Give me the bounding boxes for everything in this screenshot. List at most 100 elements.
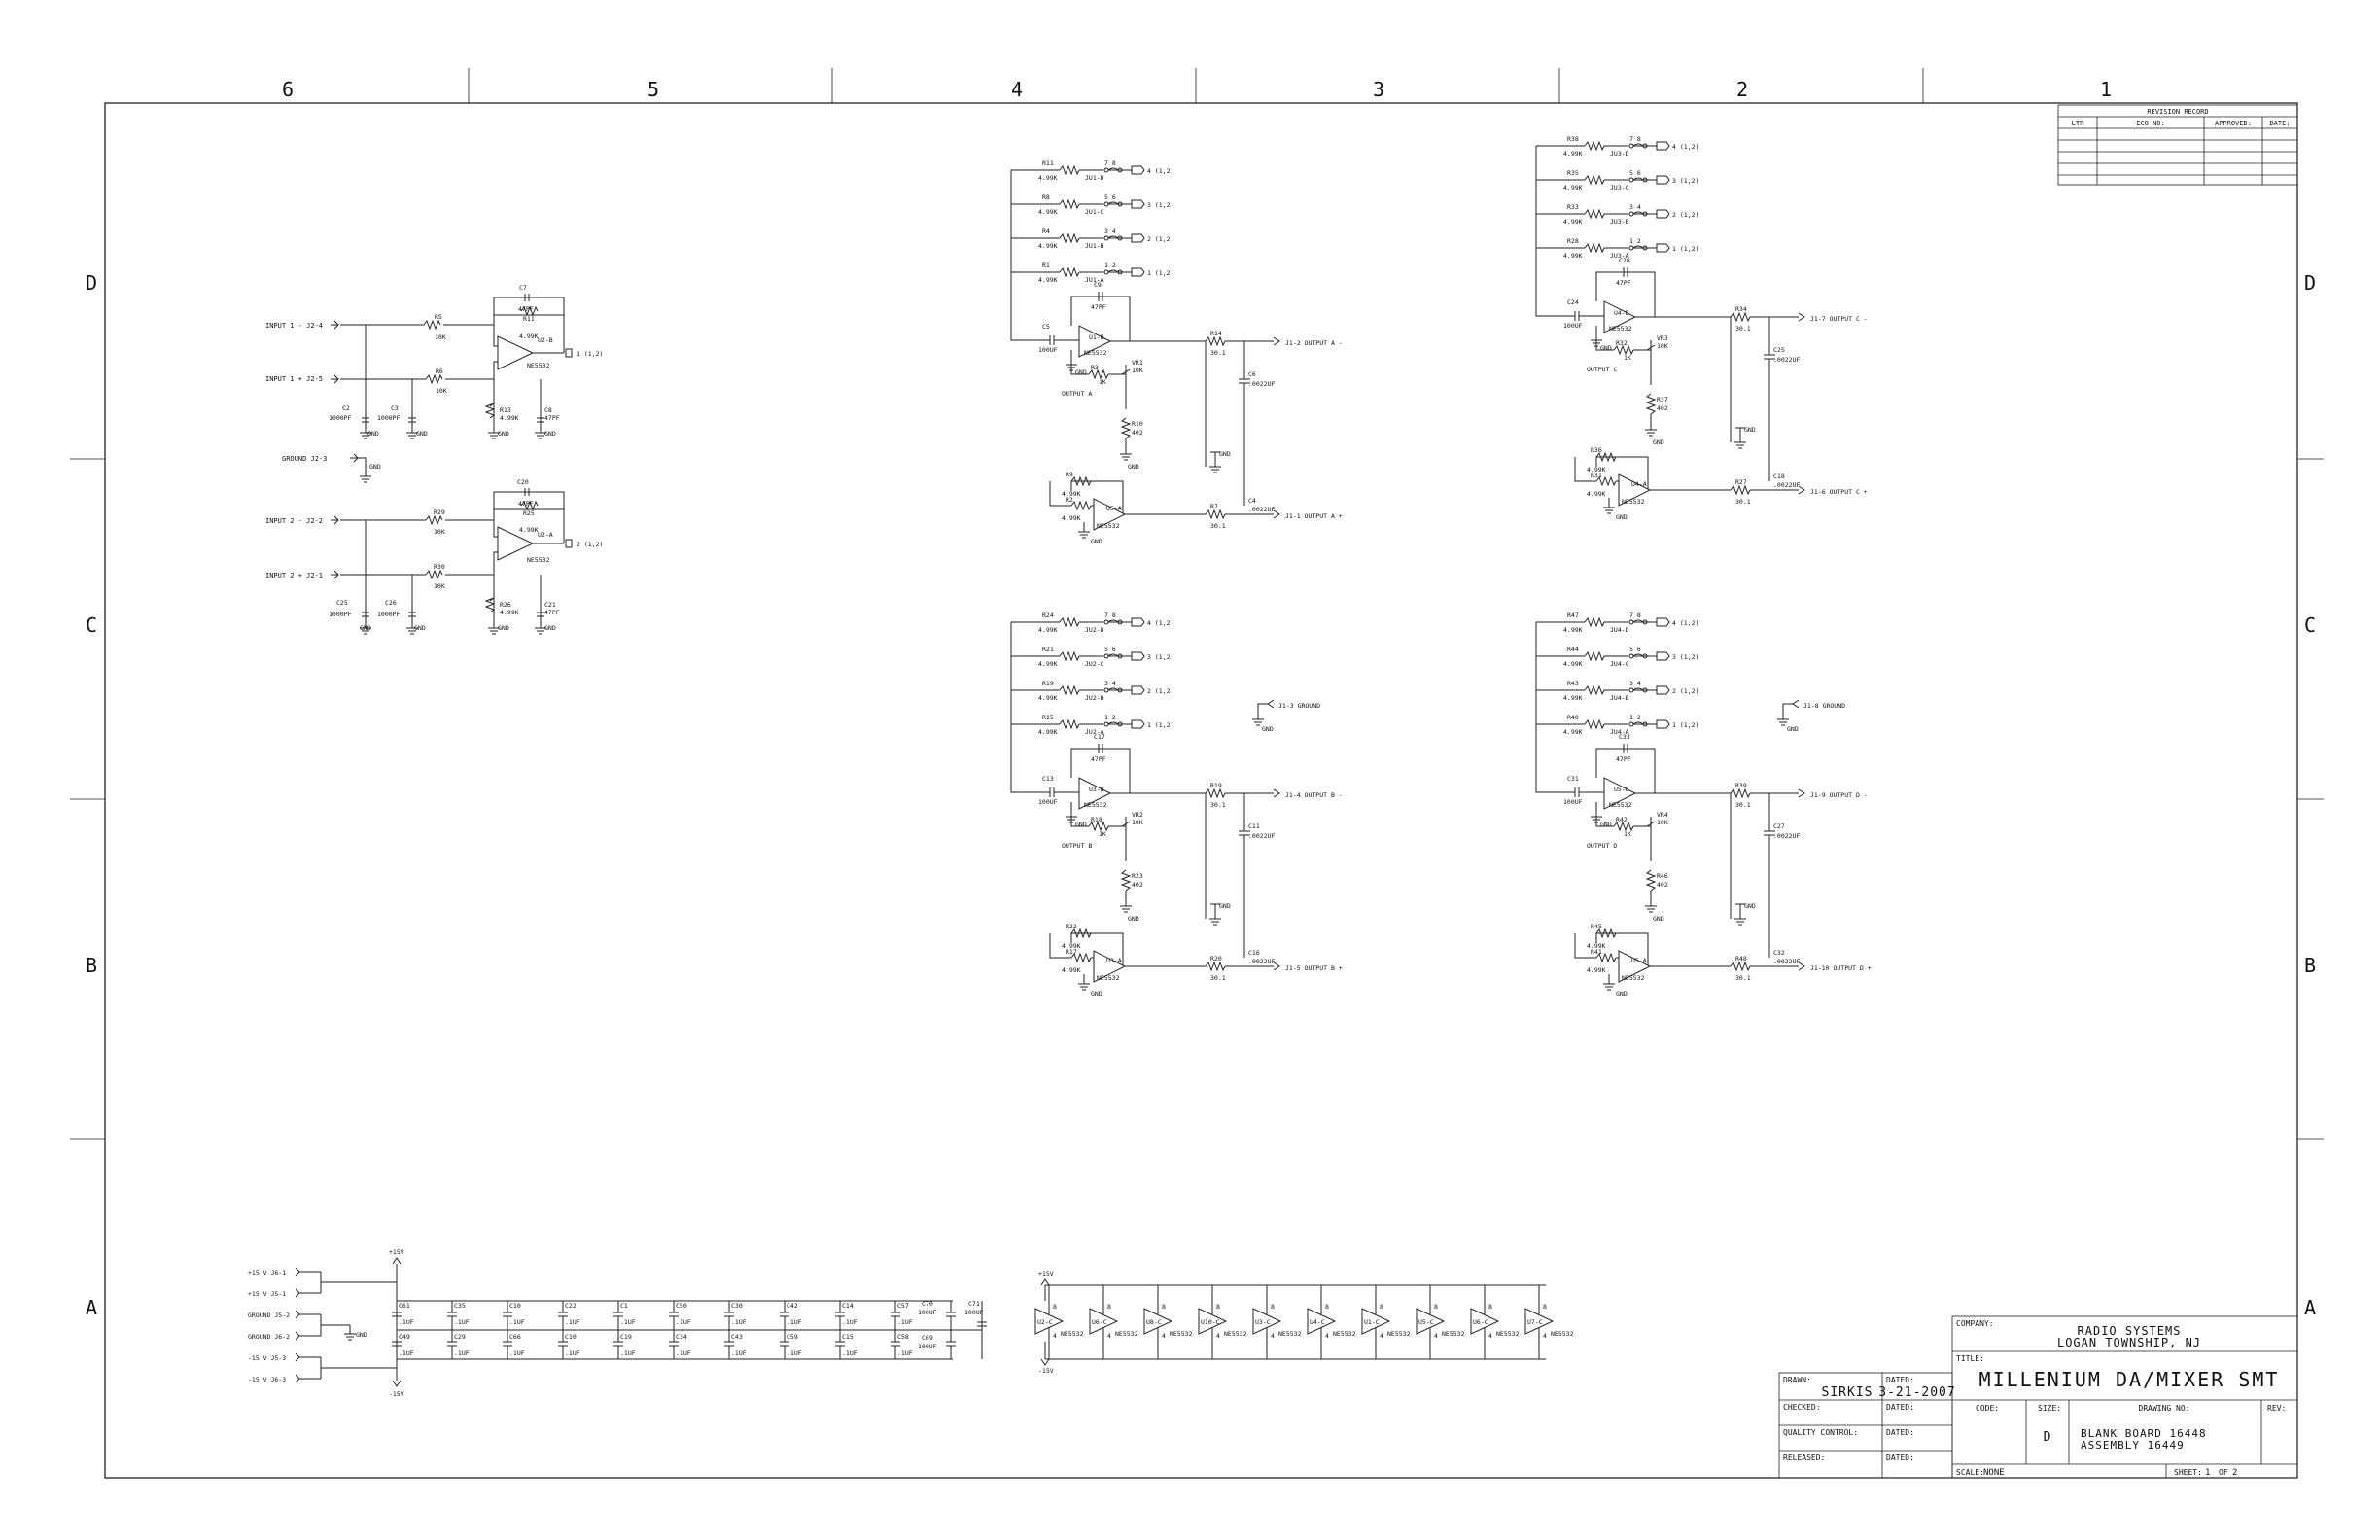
jumper-pin-a-1 bbox=[1628, 177, 1634, 183]
r-inv-b-val: 4.99K bbox=[1587, 490, 1606, 498]
supply-opamp-type-1: NE5532 bbox=[1115, 1330, 1138, 1338]
c-out-bot: C4 bbox=[1248, 497, 1256, 505]
cap-top-label-0: C61 bbox=[399, 1302, 410, 1310]
supply-pin-top-2: 8 bbox=[1162, 1303, 1166, 1311]
jumper-tag-2 bbox=[1122, 233, 1145, 243]
jumper-val-0: 4.99K bbox=[1038, 626, 1058, 634]
supply-pin-top-8: 8 bbox=[1488, 1303, 1492, 1311]
zone-col-1: 1 bbox=[2100, 78, 2112, 101]
drawing-no-line-1: BLANK BOARD 16448 bbox=[2081, 1427, 2207, 1440]
opamp-bot-type: NE5532 bbox=[1622, 974, 1645, 982]
ch2-c20-val: 47PF bbox=[518, 500, 534, 508]
jumper-res-3 bbox=[1059, 266, 1103, 278]
power-conn-wire-1 bbox=[295, 1288, 321, 1298]
power-connector-2: GROUND J5-2 bbox=[248, 1312, 290, 1319]
c-out-bot-val: .0022UF bbox=[1773, 958, 1800, 965]
ch1-r5-val: 10K bbox=[435, 333, 446, 341]
input-cap bbox=[1574, 311, 1599, 321]
jumper-tag-text-1: 3 (1,2) bbox=[1147, 653, 1173, 661]
cap-bot-val-7: .1UF bbox=[787, 1349, 802, 1357]
jumper-pin-a-2 bbox=[1628, 211, 1634, 217]
jumper-pins-0: 7 8 bbox=[1104, 159, 1116, 167]
cap-bot-6 bbox=[724, 1330, 734, 1359]
supply-opamp-label-8: U6-C bbox=[1473, 1318, 1488, 1326]
jumper-tag-text-1: 3 (1,2) bbox=[1672, 177, 1698, 185]
power-conn-wire-0 bbox=[295, 1267, 321, 1277]
size-value: D bbox=[2044, 1430, 2052, 1445]
jumper-pins-1: 5 6 bbox=[1629, 169, 1641, 177]
jumper-tag-text-1: 3 (1,2) bbox=[1672, 653, 1698, 661]
supply-pin-bot-5: 4 bbox=[1325, 1332, 1329, 1340]
jumper-pin-a-1 bbox=[1103, 201, 1109, 207]
bias-res bbox=[1645, 869, 1657, 913]
input-stage: INPUT 1 - J2-4 INPUT 1 + J2-5 GROUND J2-… bbox=[265, 284, 603, 635]
jumper-pins-0: 7 8 bbox=[1629, 135, 1641, 143]
out-plus: J1-10 OUTPUT D + bbox=[1810, 964, 1872, 972]
jumper-tag-2 bbox=[1647, 685, 1670, 695]
opamp-bot-gnd-label: GND bbox=[1616, 513, 1628, 521]
opamp-bot-type: NE5532 bbox=[1622, 498, 1645, 506]
gain-res bbox=[1595, 817, 1634, 832]
ground-tag-wire bbox=[1777, 699, 1800, 726]
trim-label: OUTPUT B bbox=[1062, 842, 1092, 850]
cap-top-label-5: C50 bbox=[676, 1302, 687, 1310]
ch2-c25: C25 bbox=[336, 599, 348, 607]
supply-opamp-label-3: U10-C bbox=[1201, 1318, 1220, 1326]
minus-rail-label: -15V bbox=[389, 1390, 404, 1398]
ch1-gnd-3: GND bbox=[498, 430, 509, 438]
jumper-tag-2 bbox=[1122, 685, 1145, 695]
opamp-top-gnd-label: GND bbox=[1075, 821, 1087, 828]
jumper-r-1: R21 bbox=[1042, 646, 1054, 653]
opamp-bot-gnd bbox=[1078, 974, 1090, 991]
jumper-jp-0: JU2-D bbox=[1085, 626, 1104, 634]
power-connector-5: -15 V J6-3 bbox=[248, 1376, 286, 1383]
drawn-date: 3-21-2007 bbox=[1878, 1385, 1955, 1400]
opamp-top bbox=[1599, 777, 1637, 810]
jumper-val-1: 4.99K bbox=[1563, 660, 1583, 668]
sheet-label: SHEET: bbox=[2174, 1468, 2202, 1477]
out-top-arrow bbox=[1273, 788, 1280, 798]
jumper-res-1 bbox=[1059, 198, 1103, 210]
jumper-jp-1: JU1-C bbox=[1085, 208, 1104, 216]
c-in-val: 100UF bbox=[1038, 346, 1058, 354]
cap-top-val-1: .1UF bbox=[454, 1318, 470, 1326]
cap-bot-label-4: C19 bbox=[620, 1333, 632, 1341]
jumper-tag-text-0: 4 (1,2) bbox=[1147, 167, 1173, 175]
out-plus: J1-1 OUTPUT A + bbox=[1285, 512, 1343, 520]
jumper-r-2: R4 bbox=[1042, 228, 1050, 235]
bulk-bot-val: 100UF bbox=[918, 1343, 937, 1350]
c-in-val: 100UF bbox=[1563, 798, 1583, 806]
ch1-gnd-1: GND bbox=[368, 430, 379, 438]
jumper-jp-2: JU1-B bbox=[1085, 242, 1104, 250]
c-fb-val: 47PF bbox=[1616, 755, 1631, 763]
supply-pin-bot-3: 4 bbox=[1216, 1332, 1220, 1340]
jumper-link-2 bbox=[1632, 211, 1647, 215]
jumper-val-0: 4.99K bbox=[1563, 626, 1583, 634]
jumper-pin-a-1 bbox=[1628, 653, 1634, 659]
r-inv-b: R31 bbox=[1591, 472, 1602, 479]
c-out-bot: C16 bbox=[1248, 949, 1260, 957]
trim-label: OUTPUT A bbox=[1062, 390, 1092, 398]
power-connector-4: -15 V J5-3 bbox=[248, 1354, 286, 1362]
bias-res bbox=[1645, 393, 1657, 437]
power-gnd bbox=[344, 1325, 356, 1341]
jumper-link-2 bbox=[1632, 687, 1647, 691]
jumper-pin-a-3 bbox=[1628, 245, 1634, 251]
cap-top-val-8: .1UF bbox=[842, 1318, 858, 1326]
checked-label: CHECKED: bbox=[1783, 1403, 1821, 1412]
title-block: COMPANY: RADIO SYSTEMS LOGAN TOWNSHIP, N… bbox=[1778, 1315, 2298, 1479]
jumper-r-1: R44 bbox=[1567, 646, 1579, 653]
jumper-pin-a-3 bbox=[1103, 269, 1109, 275]
ch2-r26: R26 bbox=[500, 601, 511, 609]
supply-opamp-2 bbox=[1143, 1308, 1173, 1335]
ch2-r26-val: 4.99K bbox=[500, 609, 519, 616]
supply-pin-top-6: 8 bbox=[1380, 1303, 1383, 1311]
opamp-bot-gnd-label: GND bbox=[1091, 538, 1102, 545]
gain-res bbox=[1070, 817, 1109, 832]
out-minus: J1-7 OUTPUT C - bbox=[1810, 315, 1868, 323]
r-bias: R10 bbox=[1132, 420, 1143, 428]
supply-opamp-7 bbox=[1416, 1308, 1446, 1335]
ch1-c2: C2 bbox=[342, 404, 350, 412]
jumper-res-2 bbox=[1584, 684, 1628, 696]
